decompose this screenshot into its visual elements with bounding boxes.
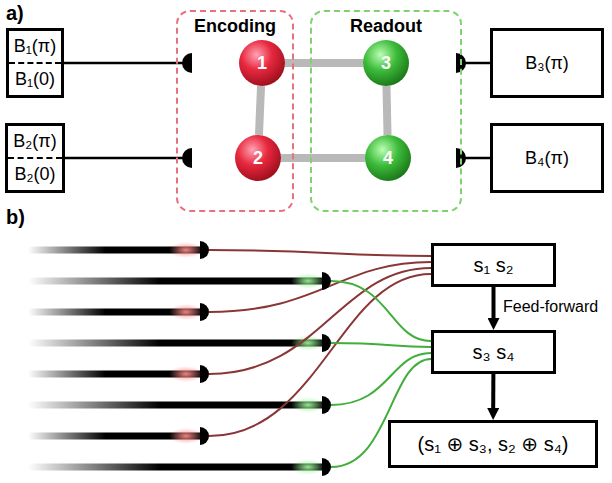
photon-glow (169, 428, 203, 444)
feed-forward-arrow (492, 287, 496, 318)
fiber (28, 464, 322, 471)
coupling-bar (285, 59, 363, 67)
signal-wire (331, 281, 431, 341)
node-label: 2 (253, 148, 263, 169)
qubit-sphere: 2 (235, 135, 281, 181)
box-half: B₂(π) (8, 126, 61, 157)
node-label: B₂(0) (15, 164, 56, 185)
box-half: B₁(0) (9, 62, 62, 95)
detector-symbol (182, 148, 192, 168)
lead-line (465, 157, 490, 160)
panel-label: b) (6, 206, 25, 229)
box-half: B₂(0) (8, 157, 61, 190)
detector-symbol (322, 334, 331, 352)
photon-glow (169, 242, 203, 258)
lead-line (465, 62, 490, 65)
node-label: B₄(π) (525, 148, 569, 169)
fibers (28, 242, 325, 475)
box-half: B₁(π) (9, 31, 62, 62)
signal-wire (209, 268, 431, 374)
lead-line (64, 157, 184, 160)
lead-line (64, 62, 184, 65)
node-label: 1 (257, 53, 267, 74)
node-label: Readout (312, 16, 460, 37)
node-label: B₁(0) (15, 69, 55, 90)
node-label: B₁(π) (14, 36, 57, 57)
photon-glow (169, 304, 203, 320)
fiber (28, 402, 322, 409)
detector-symbol (322, 458, 331, 476)
photon-glow (169, 366, 203, 382)
detector-symbol (200, 303, 209, 321)
coupling-bar (386, 86, 387, 135)
signal-wire (331, 343, 431, 347)
qubit-sphere: 4 (365, 135, 411, 181)
detector-box: B₂(π) B₂(0) (5, 123, 64, 193)
feed-forward-arrow (491, 374, 495, 408)
node-label: 4 (383, 148, 393, 169)
detectors (200, 241, 331, 476)
signal-wire (331, 353, 431, 405)
detectors (182, 53, 466, 168)
qubit-sphere: 1 (239, 40, 285, 86)
detector-symbol (182, 53, 192, 73)
signal-wire (209, 250, 431, 256)
dashed-group: Encoding 1 2 (176, 10, 294, 212)
signal-wire (209, 262, 431, 312)
annotation: Feed-forward (503, 298, 598, 316)
detector-symbol (200, 365, 209, 383)
qubit-sphere: 3 (363, 40, 409, 86)
detector-box: B₁(π) B₁(0) (6, 28, 65, 98)
dashed-group: Readout 3 4 (310, 10, 462, 212)
node-label: B₂(π) (13, 131, 56, 152)
node-label: B₃(π) (525, 53, 569, 74)
coupling-bar (259, 86, 261, 135)
photon-glow (291, 459, 325, 475)
node-label: (s₁ ⊕ s₃, s₂ ⊕ s₄) (418, 432, 569, 456)
fiber (28, 278, 322, 285)
outcome-box: s₃ s₄ (431, 330, 556, 374)
detector-symbol (322, 272, 331, 290)
outcome-box: B₄(π) (490, 123, 604, 193)
detector-symbol (200, 241, 209, 259)
photon-glow (291, 273, 325, 289)
detector-symbol (322, 396, 331, 414)
node-label: 3 (381, 53, 391, 74)
fiber (28, 340, 322, 347)
photon-glow (291, 397, 325, 413)
node-label: Encoding (178, 16, 292, 37)
detector-symbol (200, 427, 209, 445)
panel-label: a) (6, 2, 24, 25)
outcome-box: (s₁ ⊕ s₃, s₂ ⊕ s₄) (388, 420, 598, 468)
signal-wire (209, 274, 431, 436)
outcome-box: s₁ s₂ (431, 243, 556, 287)
outcome-box: B₃(π) (490, 28, 604, 98)
node-label: s₃ s₄ (473, 341, 515, 364)
node-label: s₁ s₂ (473, 254, 513, 277)
